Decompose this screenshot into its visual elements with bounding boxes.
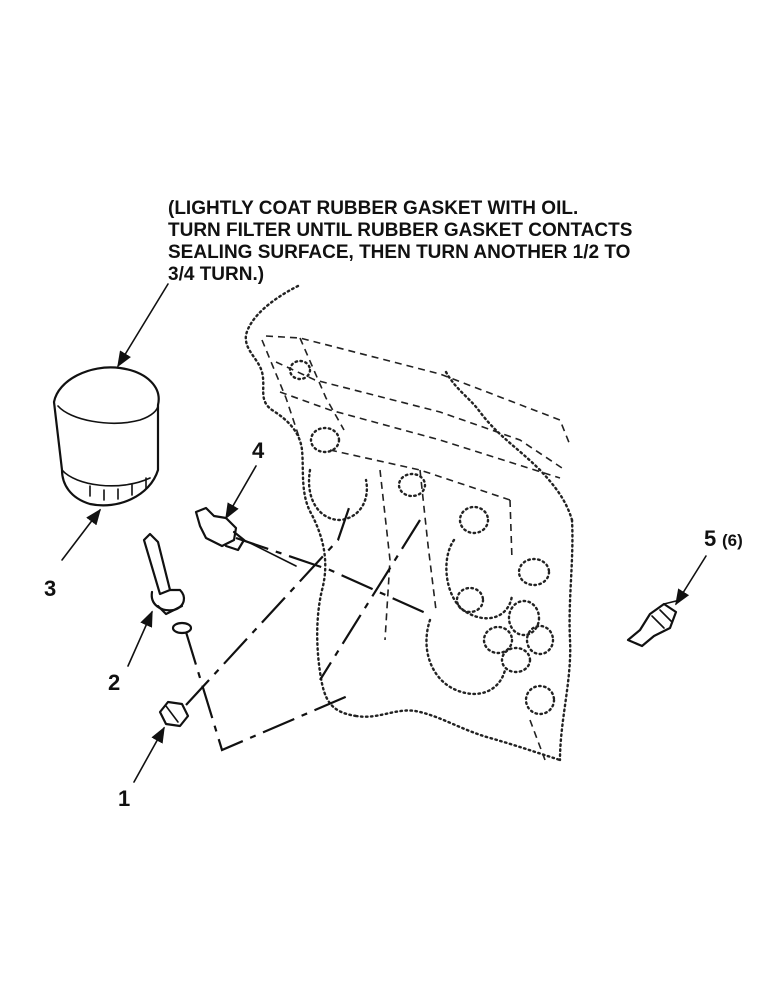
callout-1: 1 xyxy=(118,786,130,811)
note-line-1: (LIGHTLY COAT RUBBER GASKET WITH OIL. xyxy=(168,198,578,219)
leader-arrow-3 xyxy=(61,508,101,561)
sending-unit xyxy=(194,506,297,567)
leader-arrow-4 xyxy=(225,465,257,520)
callout-labels: 1 2 3 4 5 (6) xyxy=(44,438,743,811)
note-line-4: 3/4 TURN.) xyxy=(168,264,264,285)
leader-arrow-5 xyxy=(675,555,707,606)
callout-5: 5 xyxy=(704,526,716,551)
note-line-3: SEALING SURFACE, THEN TURN ANOTHER 1/2 T… xyxy=(168,242,630,263)
callout-3: 3 xyxy=(44,576,56,601)
callout-2: 2 xyxy=(108,670,120,695)
leader-arrow-1 xyxy=(133,726,165,783)
engine-block xyxy=(244,284,574,762)
leader-arrow-2 xyxy=(127,610,153,667)
callout-4: 4 xyxy=(252,438,265,463)
instruction-note: (LIGHTLY COAT RUBBER GASKET WITH OIL. TU… xyxy=(168,198,632,285)
callout-5-quantity: (6) xyxy=(722,531,743,550)
filter-adapter xyxy=(142,532,193,635)
spark-plug xyxy=(626,599,681,648)
leader-arrow-note xyxy=(117,283,169,368)
note-line-2: TURN FILTER UNTIL RUBBER GASKET CONTACTS xyxy=(168,220,632,241)
drain-plug xyxy=(158,700,190,728)
callout-leaders xyxy=(61,283,707,783)
assembly-phantom-lines xyxy=(184,504,431,752)
oil-filter xyxy=(52,366,160,507)
